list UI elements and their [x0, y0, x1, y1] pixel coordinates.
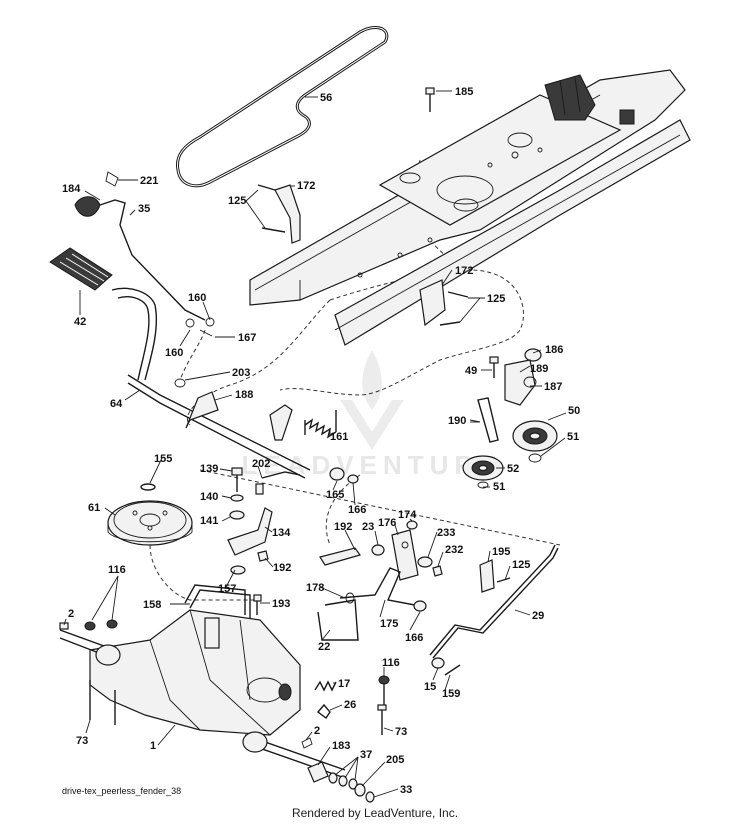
callout-160-top: 160 [188, 292, 206, 304]
callout-73-right: 73 [395, 726, 407, 738]
callout-233: 233 [437, 527, 455, 539]
bracket-158 [184, 584, 262, 620]
tractor-frame [249, 69, 691, 346]
callout-183: 183 [332, 740, 350, 752]
watermark-logo: LEADVENTURE [241, 350, 502, 480]
diagram-caption: drive-tex_peerless_fender_38 [62, 786, 182, 796]
control-linkage [317, 520, 443, 641]
callout-73-left: 73 [76, 735, 88, 747]
callout-52: 52 [507, 463, 519, 475]
callout-189: 189 [530, 363, 548, 375]
callout-172-upper: 172 [297, 180, 315, 192]
footer-credit: Rendered by LeadVenture, Inc. [291, 806, 459, 820]
callout-35: 35 [138, 203, 150, 215]
callout-185: 185 [455, 86, 473, 98]
watermark-text: LEADVENTURE [241, 450, 502, 480]
callout-49: 49 [465, 365, 477, 377]
cross-shaft [127, 374, 311, 479]
washers-165-166 [329, 467, 359, 484]
callout-1: 1 [150, 740, 156, 752]
callout-232: 232 [445, 544, 463, 556]
callout-166-lower: 166 [405, 632, 423, 644]
drive-rod [429, 544, 559, 676]
callout-134: 134 [272, 527, 291, 539]
callout-172-lower: 172 [455, 265, 473, 277]
bracket-172-upper [257, 184, 301, 244]
callout-157: 157 [218, 583, 236, 595]
callout-174: 174 [398, 509, 417, 521]
bolt-185 [425, 87, 435, 112]
axle-hardware [307, 761, 375, 803]
callout-158: 158 [143, 599, 161, 611]
callout-141: 141 [200, 515, 218, 527]
linkage-hardware [227, 467, 301, 575]
callout-165: 165 [326, 489, 344, 501]
callout-61: 61 [88, 502, 100, 514]
callout-37: 37 [360, 749, 372, 761]
callout-184: 184 [62, 183, 81, 195]
callout-29: 29 [532, 610, 544, 622]
transmission [59, 609, 346, 779]
callout-64: 64 [110, 398, 123, 410]
callout-221: 221 [140, 175, 158, 187]
transmission-pulley [107, 483, 193, 546]
pedal-rod-assembly [74, 171, 215, 337]
callout-192-upper: 192 [334, 521, 352, 533]
callout-202: 202 [252, 458, 270, 470]
callout-166-upper: 166 [348, 504, 366, 516]
callout-160-bottom: 160 [165, 347, 183, 359]
callout-116-left: 116 [108, 564, 126, 576]
callout-175: 175 [380, 618, 398, 630]
callout-2-left: 2 [68, 608, 74, 620]
callout-192-lower: 192 [273, 562, 291, 574]
callout-187: 187 [544, 381, 562, 393]
callout-125-right: 125 [512, 559, 530, 571]
drive-belt [175, 26, 389, 188]
callout-178: 178 [306, 582, 324, 594]
callout-176: 176 [378, 517, 396, 529]
brake-pedal [49, 247, 158, 381]
callout-26: 26 [344, 699, 356, 711]
callout-195: 195 [492, 546, 510, 558]
callout-159: 159 [442, 688, 460, 700]
spring-161 [304, 410, 337, 439]
callout-33: 33 [400, 784, 412, 796]
callout-205: 205 [386, 754, 404, 766]
callout-167: 167 [238, 332, 256, 344]
callout-139: 139 [200, 463, 218, 475]
callout-203: 203 [232, 367, 250, 379]
callout-51-upper: 51 [567, 431, 579, 443]
callout-51-lower: 51 [493, 481, 505, 493]
callout-56: 56 [320, 92, 332, 104]
callout-190: 190 [448, 415, 466, 427]
callout-161: 161 [330, 431, 348, 443]
callout-186: 186 [545, 344, 563, 356]
callout-188: 188 [235, 389, 253, 401]
leader-lines [63, 90, 567, 798]
callout-50: 50 [568, 405, 580, 417]
callout-116-right: 116 [382, 657, 400, 669]
callout-155: 155 [154, 453, 172, 465]
callout-labels: 56 185 184 221 35 172 125 42 160 167 160… [62, 86, 580, 796]
callout-2-right: 2 [314, 725, 320, 737]
callout-22: 22 [318, 641, 330, 653]
callout-17: 17 [338, 678, 350, 690]
callout-125-upper: 125 [228, 195, 246, 207]
callout-42: 42 [74, 316, 86, 328]
callout-23: 23 [362, 521, 374, 533]
callout-15: 15 [424, 681, 436, 693]
callout-193: 193 [272, 598, 290, 610]
callout-140: 140 [200, 491, 218, 503]
bracket-172-lower [419, 279, 469, 327]
callout-125-lower: 125 [487, 293, 505, 305]
